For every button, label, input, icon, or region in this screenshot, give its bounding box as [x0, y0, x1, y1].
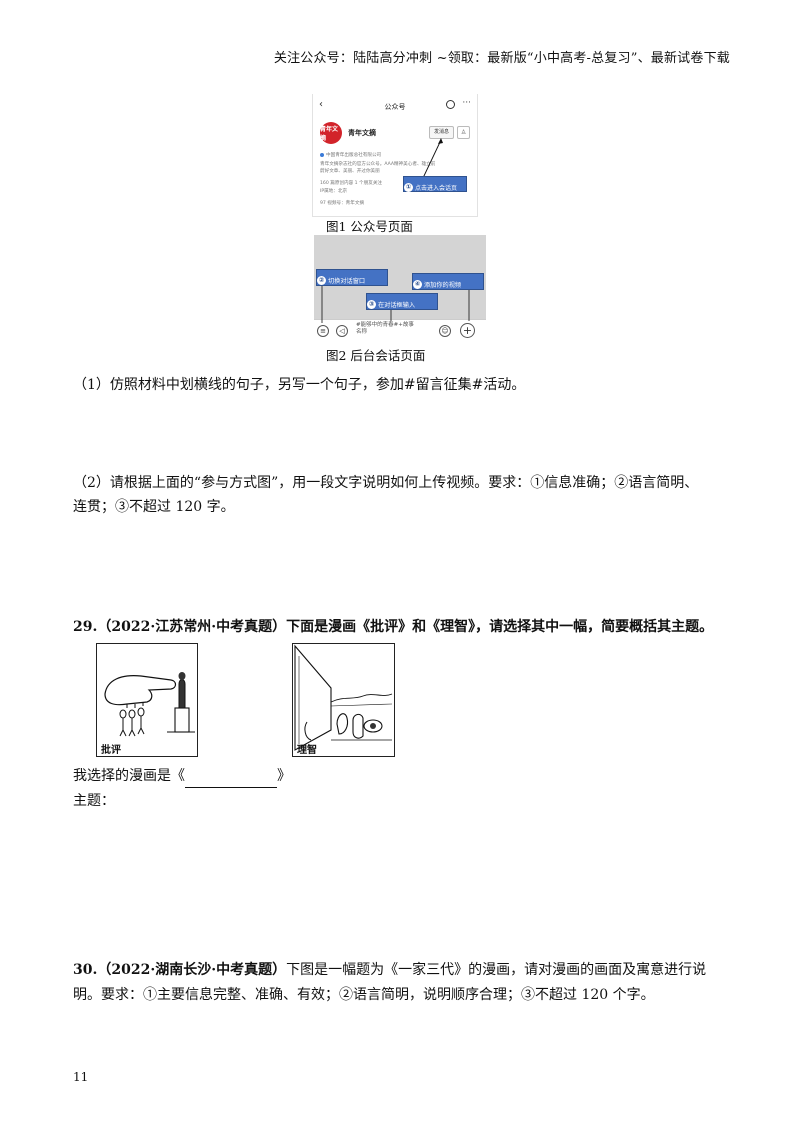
- step-badge: ①: [404, 183, 413, 192]
- question-2-line1: （2）请根据上面的“参与方式图”，用一段文字说明如何上传视频。要求：①信息准确；…: [73, 475, 699, 491]
- answer-blank[interactable]: [185, 772, 277, 788]
- comic-criticism-drawing: [104, 672, 195, 737]
- comic-reason: 理智: [292, 643, 395, 757]
- figure-account-page: ‹ 公众号 ··· 青年文摘 青年文摘 发消息 ♙ 中国青年出版总社有限公司 青…: [312, 94, 478, 217]
- question-30-line1: 30.（2022·湖南长沙·中考真题）下图是一幅题为《一家三代》的漫画，请对漫画…: [73, 958, 706, 982]
- voice-icon: ◁: [336, 325, 348, 337]
- search-icon: [446, 100, 455, 109]
- account-logo: 青年文摘: [320, 122, 342, 144]
- send-message-button: 发消息: [429, 126, 454, 139]
- back-icon: ‹: [319, 99, 323, 110]
- question-number: 30.: [73, 962, 98, 978]
- page-number: 11: [73, 1070, 89, 1084]
- account-info-line: 160 篇原创内容 1 个朋友关注: [320, 181, 383, 186]
- callout-arrow: [422, 138, 443, 179]
- figure1-caption: 图1 公众号页面: [326, 219, 413, 234]
- comic-criticism: 批评: [96, 643, 198, 757]
- callout-arrows: [321, 284, 470, 323]
- emoji-icon: ☺: [439, 325, 451, 337]
- question-number: 29.: [73, 619, 98, 635]
- chosen-comic-line: 我选择的漫画是《》: [73, 764, 291, 788]
- comic-reason-drawing: [294, 644, 393, 751]
- header-note: 关注公众号：陆陆高分冲刺 ~领取：最新版“小中高考-总复习”、最新试卷下载: [273, 51, 730, 66]
- account-info-line: 青年文摘杂志社的官方公众号。AAA精神美心者、雄立前: [320, 162, 436, 167]
- more-icon: ···: [462, 98, 471, 108]
- question-1: （1）仿照材料中划横线的句子，另写一个句子，参加#留言征集#活动。: [73, 377, 526, 393]
- step-badge: ②: [317, 276, 326, 285]
- verified-icon: [320, 152, 324, 157]
- topbar-title: 公众号: [384, 103, 406, 111]
- chat-input-hint: #能够中的青春#+故事 名称: [356, 322, 414, 335]
- account-info-line: 蔚好文章、美丽、开过你美丽: [320, 169, 380, 174]
- menu-icon: ≡: [317, 325, 329, 337]
- question-text: 下图是一幅题为《一家三代》的漫画，请对漫画的画面及寓意进行说: [286, 962, 707, 978]
- comic-criticism-label: 批评: [101, 745, 121, 756]
- plus-icon: +: [460, 323, 475, 338]
- figure2-caption: 图2 后台会话页面: [326, 348, 426, 363]
- question-30-line2: 明。要求：①主要信息完整、准确、有效；②语言简明，说明顺序合理；③不超过 120…: [73, 987, 655, 1003]
- theme-label: 主题：: [73, 793, 115, 809]
- user-icon: ♙: [457, 126, 470, 139]
- comic-reason-label: 理智: [297, 745, 317, 756]
- step-badge: ③: [367, 300, 376, 309]
- question-29: 29.（2022·江苏常州·中考真题）下面是漫画《批评》和《理智》，请选择其中一…: [73, 615, 713, 639]
- question-2-line2: 连贯；③不超过 120 字。: [73, 499, 235, 515]
- question-source: （2022·江苏常州·中考真题）: [97, 619, 287, 635]
- step-badge: ④: [413, 280, 422, 289]
- phone-topbar: ‹ 公众号 ···: [313, 96, 477, 114]
- account-info-line: 中国青年出版总社有限公司: [320, 152, 381, 158]
- question-source: （2022·湖南长沙·中考真题）: [97, 962, 287, 978]
- account-info-line: IP属地：北京: [320, 189, 348, 194]
- account-name: 青年文摘: [348, 129, 376, 137]
- question-text: 下面是漫画《批评》和《理智》，请选择其中一幅，简要概括其主题。: [286, 619, 714, 635]
- account-info-line: 97 视频号：青年文摘: [320, 201, 365, 206]
